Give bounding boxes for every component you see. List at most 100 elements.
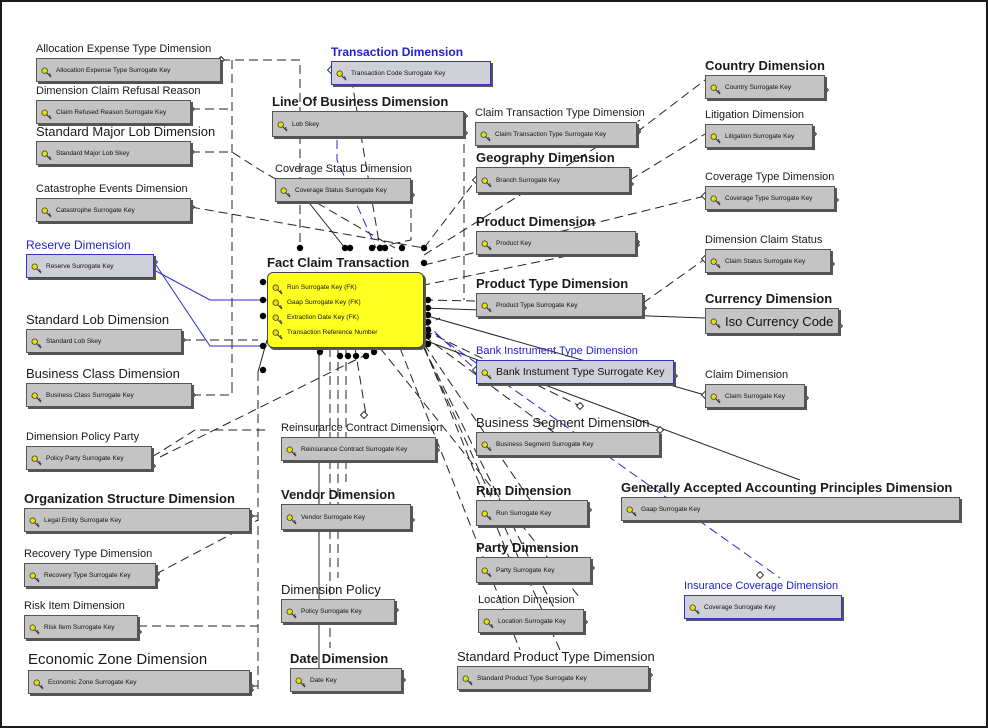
key-icon [710,256,721,268]
entity-title: Business Class Dimension [26,366,180,381]
key-icon [280,185,291,197]
entity-key-box: Policy Surrogate Key [281,599,395,623]
entity-attribute: Claim Surrogate Key [725,392,785,400]
entity-key-box: Gaap Surrogate Key [621,497,960,521]
key-icon [286,606,297,618]
entity-attribute: Litigation Surrogate Key [725,132,795,140]
entity-title: Dimension Claim Status [705,234,823,246]
entity-attribute: Risk Item Surrogate Key [44,623,115,631]
fact-attribute: Run Surrogate Key (FK) [287,284,357,291]
entity-title: Catastrophe Events Dimension [36,183,188,195]
key-icon [41,65,52,77]
entity-key-box: Recovery Type Surrogate Key [24,563,156,587]
entity-title: Claim Dimension [705,369,789,381]
entity-attribute: Standard Product Type Surrogate Key [477,674,587,682]
entity-attribute: Bank Instument Type Surrogate Key [496,366,665,378]
entity-key-box: Catastrophe Surrogate Key [36,198,191,222]
key-icon [710,82,721,94]
entity-title: Country Dimension [705,58,825,73]
entity-attribute: Run Surrogate Key [496,509,552,517]
entity-title: Date Dimension [290,651,389,666]
key-icon [462,673,473,685]
entity-title: Location Dimension [478,594,575,606]
entity-title: Line Of Business Dimension [272,94,449,109]
entity-key-box: Policy Party Surrogate Key [26,446,152,470]
fact-attribute: Extraction Date Key (FK) [287,314,359,321]
entity-attribute: Standard Major Lob Skey [56,149,130,157]
entity-attribute: Business Segment Surrogate Key [496,440,594,448]
entity-key-box: Run Surrogate Key [476,500,588,526]
key-icon [481,175,492,187]
entity-attribute: Location Surrogate Key [498,617,566,625]
key-icon [41,148,52,160]
entity-title: Business Segment Dimension [476,415,650,430]
entity-attribute: Business Class Surrogate Key [46,391,134,399]
key-icon [710,316,721,328]
entity-title: Organization Structure Dimension [24,491,235,506]
key-icon [295,675,306,687]
entity-title: Insurance Coverage Dimension [684,580,839,592]
entity-key-box: Claim Surrogate Key [705,384,805,408]
fact-attribute: Gaap Surrogate Key (FK) [287,299,361,306]
entity-key-box: Coverage Type Surrogate Key [705,186,835,210]
entity-attribute: Date Key [310,676,337,684]
entity-attribute: Branch Surrogate Key [496,176,560,184]
entity-key-box: Coverage Status Surrogate Key [275,178,411,202]
entity-key-box: Location Surrogate Key [478,609,584,633]
entity-key-box: Standard Major Lob Skey [36,141,191,165]
entity-key-box: Risk Item Surrogate Key [24,615,138,639]
entity-key-box: Reserve Surrogate Key [26,254,154,278]
key-icon [483,616,494,628]
entity-title: Standard Product Type Dimension [457,649,655,664]
entity-title: Geography Dimension [476,150,615,165]
entity-key-box: Claim Status Surrogate Key [705,249,831,273]
key-icon [272,327,283,340]
fact-attribute: Transaction Reference Number [287,329,378,336]
entity-title: Coverage Type Dimension [705,171,835,183]
entity-attribute: Claim Refused Reason Surrogate Key [56,108,167,116]
key-icon [481,439,492,451]
entity-key-box: Economic Zone Surrogate Key [28,670,250,694]
entity-title: Risk Item Dimension [24,600,125,612]
key-icon [481,367,492,379]
key-icon [626,504,637,516]
entity-title: Generally Accepted Accounting Principles… [621,480,953,495]
entity-title: Litigation Dimension [705,109,805,121]
entity-key-box: Standard Product Type Surrogate Key [457,666,649,690]
entity-key-box: Country Surrogate Key [705,75,825,99]
entity-attribute: Product Key [496,239,532,247]
key-icon [277,119,288,131]
entity-attribute: Economic Zone Surrogate Key [48,678,137,686]
entity-attribute: Coverage Type Surrogate Key [725,194,813,202]
key-icon [33,677,44,689]
key-icon [286,512,297,524]
entity-attribute: Lob Skey [292,120,320,128]
entity-key-box: Bank Instument Type Surrogate Key [476,360,674,384]
key-icon [29,515,40,527]
entity-attribute: Legal Entity Surrogate Key [44,516,122,524]
entity-title: Reinsurance Contract Dimension [281,422,443,434]
key-icon [480,129,491,141]
key-icon [41,205,52,217]
key-icon [41,107,52,119]
entity-title: Bank Instrument Type Dimension [476,345,638,357]
entity-key-box: Lob Skey [272,111,464,137]
entity-key-box: Coverage Surrogate Key [684,595,842,619]
entity-title: Transaction Dimension [331,45,464,59]
entity-key-box: Business Segment Surrogate Key [476,432,660,456]
entity-attribute: Standard Lob Skey [46,337,102,345]
entity-attribute: Policy Party Surrogate Key [46,454,124,462]
key-icon [481,565,492,577]
entity-title: Product Type Dimension [476,276,629,291]
entity-key-box: Branch Surrogate Key [476,167,630,193]
entity-attribute: Claim Status Surrogate Key [725,257,806,265]
entity-attribute: Reinsurance Contract Surrogate Key [301,445,408,453]
key-icon [710,193,721,205]
entity-attribute: Country Surrogate Key [725,83,792,91]
key-icon [481,238,492,250]
entity-title: Economic Zone Dimension [28,651,208,668]
entity-title: Product Dimension [476,214,596,229]
entity-title: Dimension Claim Refusal Reason [36,85,201,97]
fact-attribute-box: Run Surrogate Key (FK) Gaap Surrogate Key… [267,272,424,348]
